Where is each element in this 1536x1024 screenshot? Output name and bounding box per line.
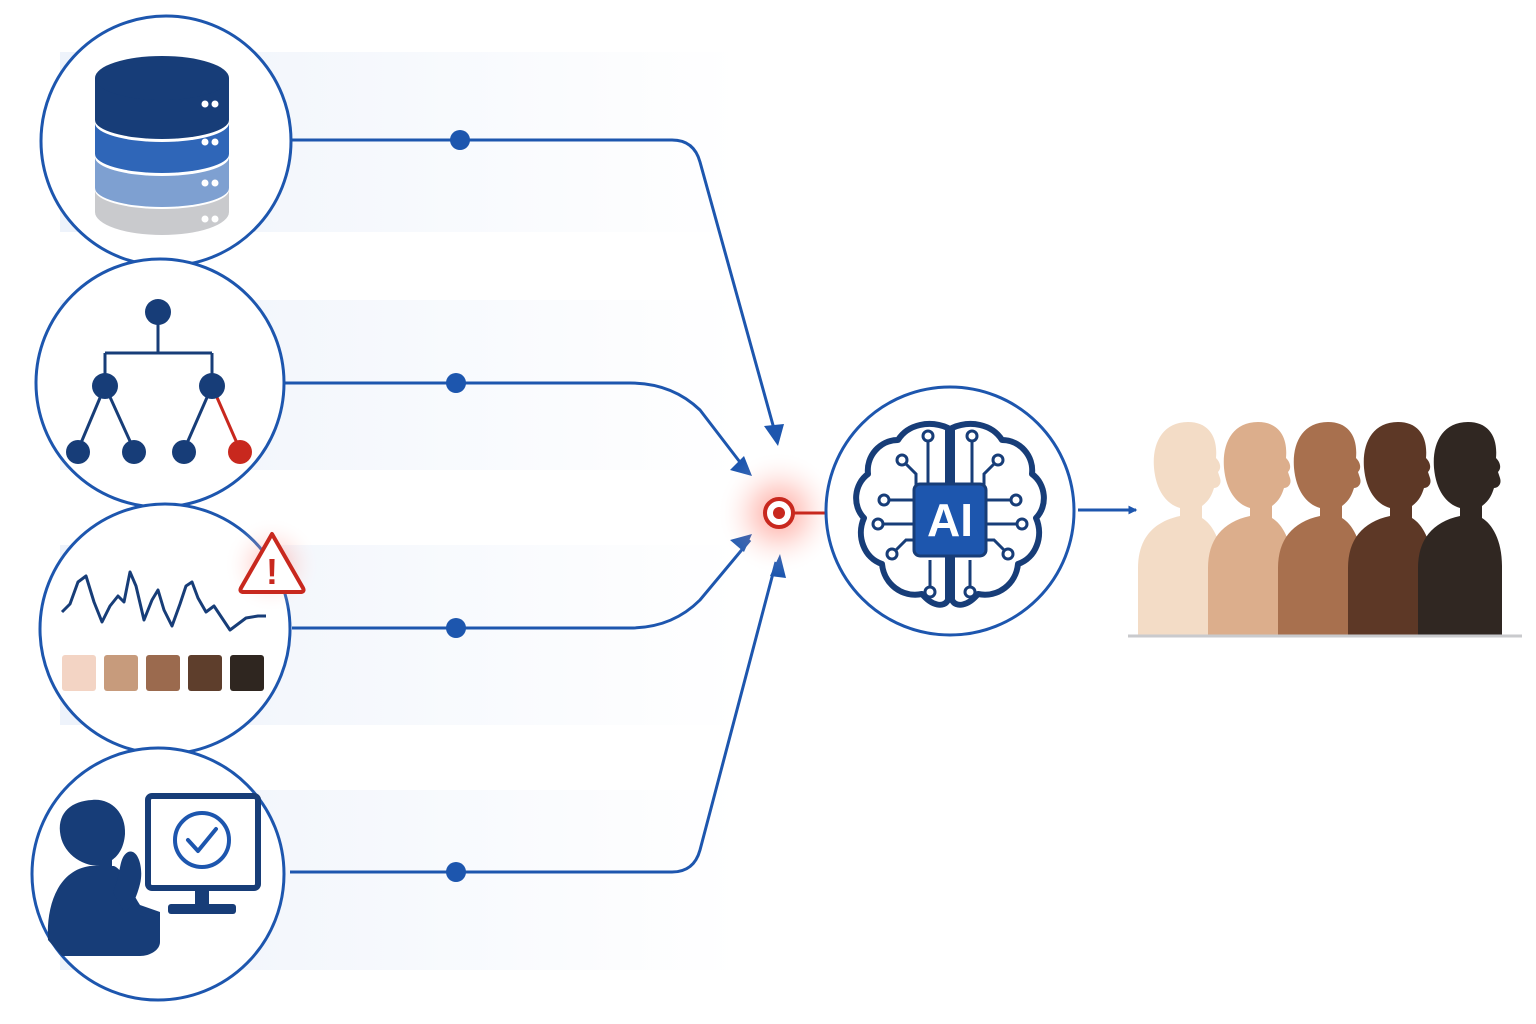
connector-node-human bbox=[446, 862, 466, 882]
person-silhouette bbox=[1348, 422, 1432, 636]
database-icon bbox=[95, 56, 229, 235]
input-signal: ! bbox=[38, 502, 320, 756]
connector-node-tree bbox=[446, 373, 466, 393]
connector-tree bbox=[284, 381, 748, 471]
ai-brain-chip-icon: AI bbox=[853, 421, 1047, 608]
skin-tone-swatch bbox=[146, 655, 180, 691]
warning-symbol: ! bbox=[266, 551, 278, 592]
input-decision-tree bbox=[34, 257, 286, 509]
input-database bbox=[39, 14, 293, 268]
skin-tone-swatch bbox=[62, 655, 96, 691]
connector-node-database bbox=[450, 130, 470, 150]
person-silhouette bbox=[1208, 422, 1292, 636]
person-monitor-check-icon bbox=[47, 793, 261, 956]
arrowhead-database bbox=[764, 424, 784, 446]
waveform-icon bbox=[60, 570, 266, 632]
connector-database bbox=[292, 138, 778, 437]
anomaly-leaf bbox=[228, 440, 252, 464]
connector-signal bbox=[292, 539, 752, 630]
connectors bbox=[284, 138, 778, 874]
skin-tone-swatch bbox=[104, 655, 138, 691]
connector-node-signal bbox=[446, 618, 466, 638]
skin-tone-swatch bbox=[230, 655, 264, 691]
connector-human bbox=[290, 561, 778, 874]
ai-model: AI bbox=[824, 385, 1076, 637]
skin-tone-swatch bbox=[188, 655, 222, 691]
connector-nodes bbox=[446, 130, 470, 882]
person-silhouette bbox=[1418, 422, 1502, 636]
diverse-people-icon bbox=[1138, 422, 1502, 636]
warning-badge: ! bbox=[224, 517, 320, 613]
ai-label: AI bbox=[927, 494, 973, 546]
person-silhouette bbox=[1138, 422, 1222, 636]
input-human-review bbox=[30, 746, 286, 1002]
skin-tone-swatches bbox=[62, 655, 264, 691]
merge-point bbox=[717, 451, 852, 575]
person-silhouette bbox=[1278, 422, 1362, 636]
